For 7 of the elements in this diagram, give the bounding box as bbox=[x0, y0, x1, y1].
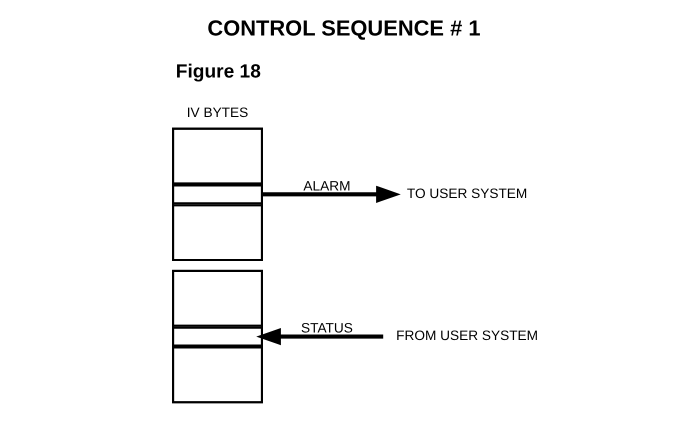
edge-label: STATUS bbox=[301, 320, 353, 336]
edge-label: ALARM bbox=[303, 178, 350, 194]
node-text: TO USER SYSTEM bbox=[406, 186, 528, 201]
diagram-title: CONTROL SEQUENCE # 1 bbox=[207, 15, 481, 40]
node-label: IV BYTES bbox=[186, 105, 248, 120]
caption: Figure 18 bbox=[176, 62, 261, 83]
node-text: FROM USER SYSTEM bbox=[396, 328, 538, 344]
